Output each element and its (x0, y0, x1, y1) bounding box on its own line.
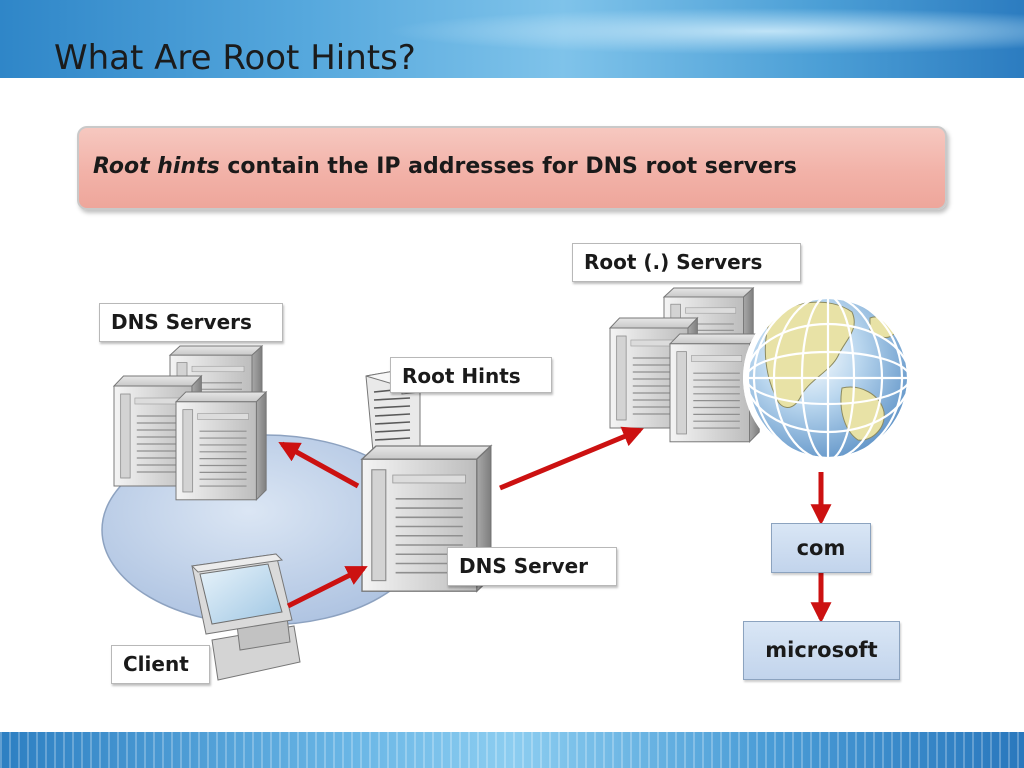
label-client: Client (111, 645, 210, 684)
callout-emphasis: Root hints (93, 154, 220, 179)
label-dns-server: DNS Server (447, 547, 617, 586)
dns-servers-icon (113, 345, 267, 501)
definition-callout: Root hints contain the IP addresses for … (77, 126, 947, 210)
globe-icon (743, 293, 913, 463)
computer-icon (190, 553, 301, 681)
callout-text: Root hints contain the IP addresses for … (93, 154, 797, 179)
arrow-to-root-servers (499, 426, 644, 491)
slide-title: What Are Root Hints? (54, 38, 416, 78)
label-dns-servers: DNS Servers (99, 303, 283, 342)
label-root-servers: Root (.) Servers (572, 243, 801, 282)
callout-rest: contain the IP addresses for DNS root se… (219, 154, 797, 179)
arrow-client-to-dns-server (286, 565, 368, 609)
zone-com: com (771, 523, 871, 573)
root-servers-icon (609, 287, 760, 443)
zone-microsoft: microsoft (743, 621, 900, 680)
footer-band (0, 732, 1024, 768)
arrow-to-dns-servers (278, 441, 360, 489)
header-band (0, 0, 1024, 78)
label-root-hints: Root Hints (390, 357, 552, 393)
